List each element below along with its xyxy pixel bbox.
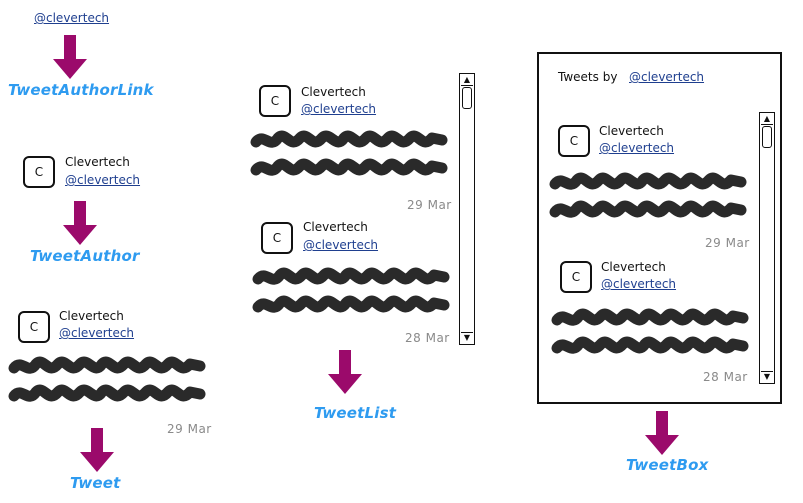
avatar-letter: C	[569, 134, 579, 148]
caption-tweet-author: TweetAuthor	[30, 247, 140, 265]
author-name: Clevertech	[599, 124, 664, 138]
author-handle-link[interactable]: @clevertech	[601, 277, 677, 291]
avatar: C	[18, 311, 50, 343]
author-name: Clevertech	[303, 220, 368, 234]
tweet-date: 28 Mar	[405, 331, 450, 345]
author-handle-link[interactable]: @clevertech	[301, 102, 377, 116]
avatar-letter: C	[29, 320, 39, 334]
tweet-date: 28 Mar	[703, 370, 748, 384]
avatar-letter: C	[34, 165, 44, 179]
caption-tweet-box: TweetBox	[626, 456, 709, 474]
redacted-text-scribble	[549, 170, 747, 226]
avatar: C	[558, 125, 590, 157]
avatar-letter: C	[571, 270, 581, 284]
avatar-letter: C	[272, 231, 282, 245]
tweet-date: 29 Mar	[705, 236, 750, 250]
avatar: C	[560, 261, 592, 293]
caption-tweet: Tweet	[70, 474, 121, 492]
caption-tweet-list: TweetList	[314, 404, 397, 422]
tweet-list-scrollbar[interactable]: ▲ ▼	[459, 73, 475, 345]
scroll-up-icon[interactable]: ▲	[461, 75, 473, 86]
author-handle-link[interactable]: @clevertech	[303, 238, 379, 252]
tweet-date: 29 Mar	[407, 198, 452, 212]
down-arrow-icon	[63, 201, 97, 245]
redacted-text-scribble	[252, 265, 450, 321]
author-handle-link[interactable]: @clevertech	[59, 326, 135, 340]
scrollbar-thumb[interactable]	[462, 87, 472, 109]
down-arrow-icon	[53, 35, 87, 79]
down-arrow-icon	[80, 428, 114, 472]
tweet-date: 29 Mar	[167, 422, 212, 436]
scrollbar-thumb[interactable]	[762, 126, 772, 148]
author-name: Clevertech	[65, 155, 130, 169]
author-handle-link[interactable]: @clevertech	[599, 141, 675, 155]
scroll-down-icon[interactable]: ▼	[761, 371, 773, 382]
redacted-text-scribble	[8, 354, 206, 410]
tweet-box-header-handle[interactable]: @clevertech	[629, 70, 705, 84]
down-arrow-icon	[645, 411, 679, 455]
scroll-down-icon[interactable]: ▼	[461, 332, 473, 343]
tweet-author-link-handle[interactable]: @clevertech	[34, 11, 110, 25]
avatar: C	[259, 85, 291, 117]
author-name: Clevertech	[601, 260, 666, 274]
tweet-box-scrollbar[interactable]: ▲ ▼	[759, 112, 775, 384]
avatar: C	[261, 222, 293, 254]
scroll-up-icon[interactable]: ▲	[761, 114, 773, 125]
author-name: Clevertech	[301, 85, 366, 99]
author-name: Clevertech	[59, 309, 124, 323]
redacted-text-scribble	[250, 128, 448, 184]
tweet-box-header-label: Tweets by	[558, 70, 618, 84]
author-handle-link[interactable]: @clevertech	[65, 173, 141, 187]
avatar-letter: C	[270, 94, 280, 108]
down-arrow-icon	[328, 350, 362, 394]
caption-tweet-author-link: TweetAuthorLink	[8, 81, 154, 99]
redacted-text-scribble	[551, 306, 749, 362]
avatar: C	[23, 156, 55, 188]
